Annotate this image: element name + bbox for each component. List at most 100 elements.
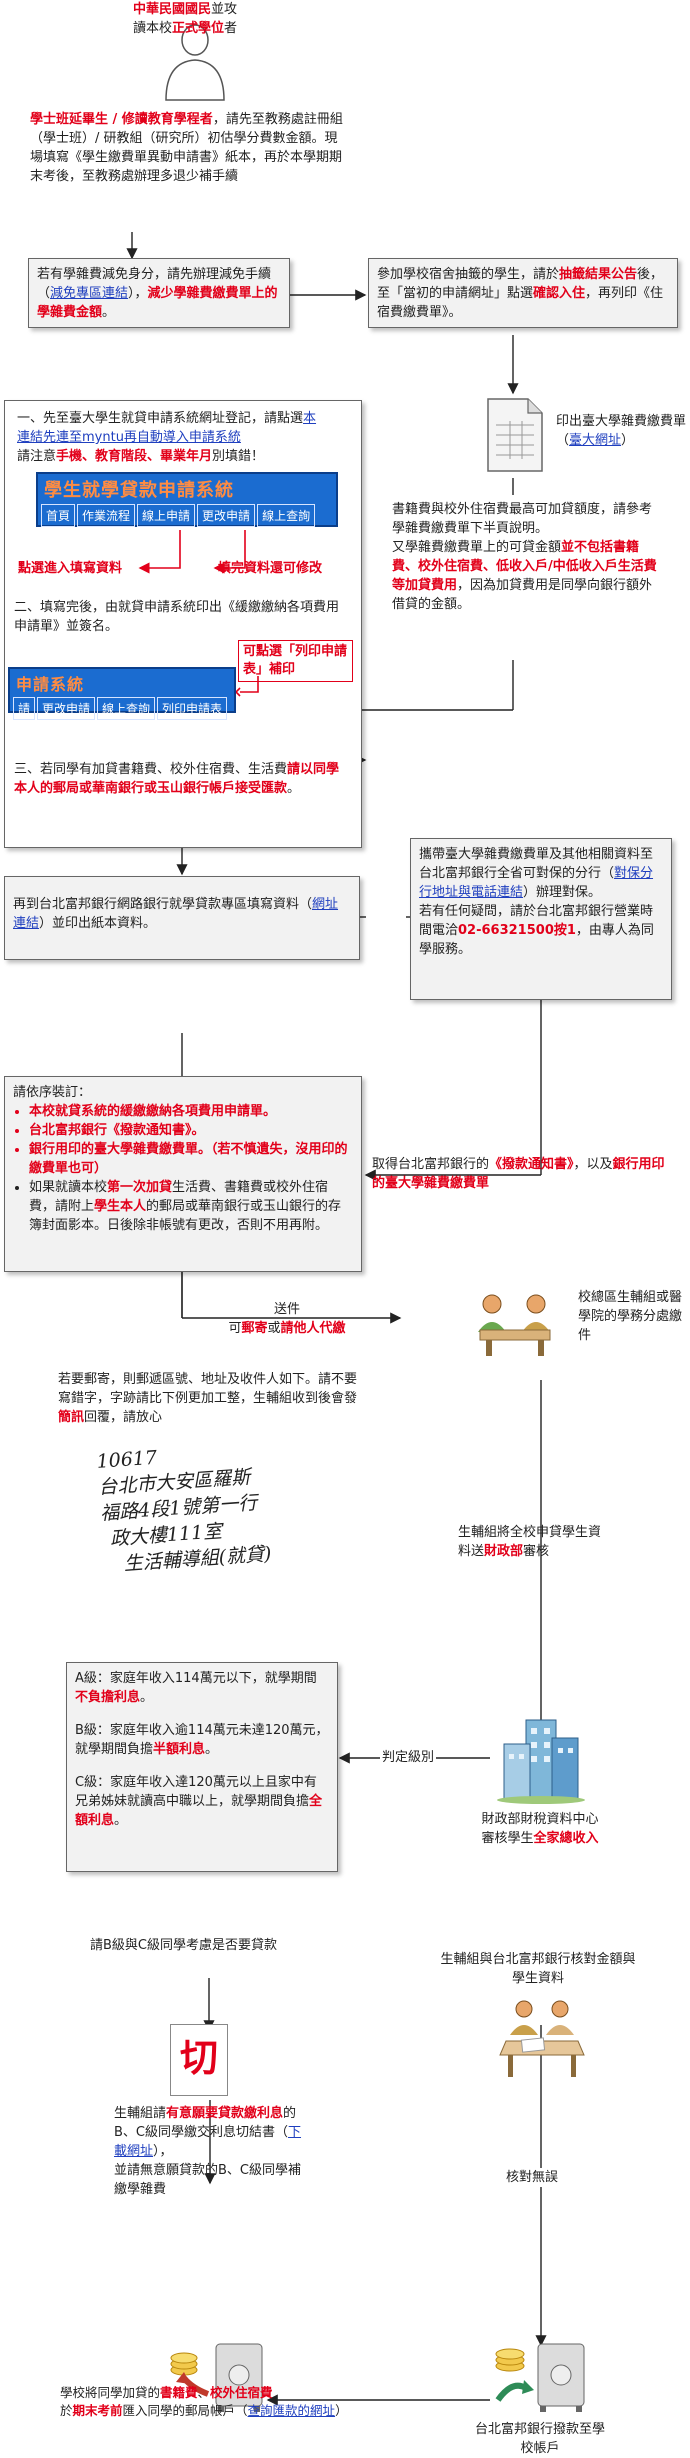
- print-callout-arrow-icon: [236, 676, 259, 697]
- nav2-apply[interactable]: 請: [13, 697, 36, 720]
- fee-note-t2: ，因為加貸費用是同學向銀行額外借貸的金額。: [392, 578, 653, 612]
- step1-link[interactable]: 本連結先連至myntu再自動導入申請系統: [17, 411, 317, 445]
- dorm-red1: 抽籤結果公告: [559, 267, 638, 282]
- apply-system-title: 申請系統: [16, 675, 85, 694]
- step3-red: 請以同學本人的郵局或華南銀行或玉山銀行帳戶接受匯款: [14, 762, 340, 796]
- level-a-tail: 。: [140, 1690, 154, 1705]
- print-bill-link[interactable]: 臺大網址: [569, 433, 622, 448]
- nav-apply-online[interactable]: 線上申請: [137, 504, 196, 527]
- nav-process[interactable]: 作業流程: [77, 504, 136, 527]
- bank-transfer-text: 台北富邦銀行撥款至學校帳戶: [474, 2422, 605, 2456]
- level-a-red: 不負擔利息: [75, 1690, 141, 1705]
- bill-document-icon: [487, 398, 543, 472]
- annotation-arrows: [138, 530, 246, 574]
- binding-item-4-b: 生活費、書籍費或校外住宿費，請附上: [29, 1180, 329, 1214]
- dorm-red2: 確認入住: [533, 286, 586, 301]
- send-text: 送件 可郵寄或請他人代繳: [202, 1300, 372, 1338]
- binding-item-4-red1: 第一次加貸: [107, 1180, 173, 1195]
- nav-modify-application[interactable]: 更改申請: [197, 504, 256, 527]
- send-t2: 或: [267, 1321, 281, 1336]
- campus-office-text: 校總區生輔組或醫學院的學務分處繳件: [578, 1290, 683, 1343]
- school-transfer-link[interactable]: 查詢匯款的網址: [247, 2403, 336, 2418]
- extension-note-red: 學士班延畢生 / 修讀教育學程者: [30, 112, 213, 127]
- bank-info-box: 攜帶臺大學雜費繳費單及其他相關資料至台北富邦銀行全省可對保的分行（對保分行地址與…: [410, 838, 672, 1000]
- bank-info-t3: ，由專人為同學服務。: [419, 923, 654, 957]
- dorm-text2: 後，至「當初的申請網址」點選: [377, 267, 664, 301]
- get-notice-text: 取得台北富邦銀行的《撥款通知書》，以及銀行用印的臺大學雜費繳費單: [372, 1155, 672, 1193]
- level-b-text: B級：家庭年收入逾114萬元未達120萬元，就學期間負擔: [75, 1723, 329, 1757]
- student-person-icon: [165, 24, 225, 101]
- bank-online-box: 再到台北富邦銀行網路銀行就學貸款專區填寫資料（網址連結）並印出紙本資料。: [4, 876, 360, 960]
- reprint-callout: 可點選「列印申請表」補印: [238, 640, 353, 682]
- dorm-box: 參加學校宿舍抽籤的學生，請於抽籤結果公告後，至「當初的申請網址」點選確認入住，再…: [368, 258, 678, 328]
- send-t1: 可: [228, 1321, 242, 1336]
- step3-part1: 三、若同學有加貸書籍費、校外住宿費、生活費: [14, 762, 288, 777]
- send-label: 送件: [273, 1302, 300, 1317]
- school-transfer-t3: 於: [60, 2403, 73, 2418]
- cut-note-t1: 生輔組請: [114, 2106, 167, 2121]
- intro-part1: 並攻: [211, 2, 238, 17]
- intro-red2: 正式學位: [171, 21, 224, 36]
- cut-note-t2: 的B、C級同學繳交利息切結書（: [114, 2106, 297, 2140]
- dorm-text3: ，再列印《住宿費繳費單》。: [377, 286, 664, 320]
- finance-center-red: 全家總收入: [533, 1831, 599, 1846]
- binding-item-3: 銀行用印的臺大學雜費繳費單。（若不慎遺失，沒用印的繳費單也可）: [29, 1140, 353, 1178]
- step1-red: 手機、教育階段、畢業年月: [56, 449, 213, 464]
- mail-note: 若要郵寄，則郵遞區號、地址及收件人如下。請不要寫錯字，字跡請比下例更加工整，生輔…: [58, 1370, 358, 1427]
- nav-query-online[interactable]: 線上查詢: [257, 504, 316, 527]
- loan-system-title: 學生就學貸款申請系統: [44, 480, 234, 501]
- cut-note-t3: ）， 並請無意願貸款的B、C級同學補繳學雜費: [114, 2144, 301, 2197]
- cut-note-red: 有意願要貸款繳利息: [166, 2106, 284, 2121]
- bank-safe-icon: [495, 2343, 585, 2412]
- meeting-table-icon: [499, 2000, 585, 2077]
- bank-info-t2: ）辦理對保。 若有任何疑問，請於台北富邦銀行營業時間電洽: [419, 885, 654, 938]
- send-red-proxy: 請他人代繳: [280, 1321, 346, 1336]
- finance-center-t2: 審核學生: [481, 1831, 534, 1846]
- nav2-print-form[interactable]: 列印申請表: [157, 697, 228, 720]
- affidavit-document: 切: [170, 2024, 228, 2096]
- binding-item-2: 台北富邦銀行《撥款通知書》。: [29, 1121, 353, 1140]
- binding-item-4: 如果就讀本校第一次加貸生活費、書籍費或校外住宿費，請附上學生本人的郵局或華南銀行…: [29, 1178, 353, 1235]
- mail-note-t1: 若要郵寄，則郵遞區號、地址及收件人如下。請不要寫錯字，字跡請比下例更加工整，生輔…: [58, 1372, 358, 1406]
- mail-note-t2: 回覆，請放心: [84, 1410, 163, 1425]
- binding-item-4-red2: 學生本人: [94, 1199, 147, 1214]
- fee-note-red: 並不包括書籍費、校外住宿費、低收入戶/中低收入戶生活費等加貸費用: [392, 540, 657, 593]
- step1-note: 請注意: [17, 449, 57, 464]
- send-red-mail: 郵寄: [241, 1321, 268, 1336]
- step3-text: 三、若同學有加貸書籍費、校外住宿費、生活費請以同學本人的郵局或華南銀行或玉山銀行…: [14, 760, 349, 798]
- step1-tail: 別填錯！: [212, 449, 265, 464]
- apply-system-navbar: 申請系統 請 更改申請 線上查詢 列印申請表: [8, 667, 236, 720]
- level-c-red: 全額利息: [75, 1794, 323, 1828]
- handwritten-address: 10617 台北市大安區羅斯 福路4段1號第一行 政大樓111室 生活輔導組(就…: [96, 1431, 354, 1578]
- binding-order-heading: 請依序裝訂：: [13, 1085, 92, 1100]
- verify-text: 生輔組與台北富邦銀行核對金額與學生資料: [440, 1952, 636, 1986]
- bank-online-link[interactable]: 網址連結: [13, 897, 339, 931]
- reduction-box: 若有學雜費減免身分，請先辦理減免手續（減免專區連結），減少學雜費繳費單上的學雜費…: [28, 258, 290, 328]
- level-b-tail: 。: [205, 1742, 219, 1757]
- cut-note-link[interactable]: 下載網址: [114, 2125, 302, 2159]
- school-transfer-t1: 學校將同學加貸的: [60, 2385, 161, 2400]
- level-c-text: C級：家庭年收入達120萬元以上且家中有兄弟姊妹就讀高中職以上，就學期間負擔: [75, 1775, 317, 1809]
- fee-note: 書籍費與校外住宿費最高可加貸額度，請參考學雜費繳費單下半頁說明。 又學雜費繳費單…: [392, 500, 662, 614]
- reduction-text3: 。: [102, 305, 116, 320]
- intro-text: 中華民國國民並攻 讀本校正式學位者: [95, 0, 275, 38]
- extension-note: 學士班延畢生 / 修讀教育學程者，請先至教務處註冊組（學士班）/ 研教組（研究所…: [30, 110, 350, 186]
- judge-level-label: 判定級別: [380, 1748, 437, 1767]
- school-safe-icon: [170, 2343, 263, 2412]
- finance-center-text: 財政部財稅資料中心 審核學生全家總收入: [440, 1810, 640, 1848]
- get-notice-red1: 《撥款通知書》: [489, 1157, 574, 1172]
- bank-info-link[interactable]: 對保分行地址與電話連結: [419, 866, 654, 900]
- nav-home[interactable]: 首頁: [41, 504, 76, 527]
- binding-item-4-a: 如果就讀本校: [29, 1180, 108, 1195]
- step1-text: 一、先至臺大學生就貸申請系統網址登記，請點選: [17, 411, 304, 426]
- step2-text: 二、填寫完後，由就貸申請系統印出《緩繳繳納各項費用申請單》並簽名。: [14, 600, 340, 634]
- school-transfer-t2: 、: [197, 2385, 211, 2400]
- annotation-enter-data: 點選進入填寫資料: [18, 561, 123, 576]
- reduction-text1: 若有學雜費減免身分，請先辦理減免手續（: [37, 267, 272, 301]
- nav2-query[interactable]: 線上查詢: [97, 697, 156, 720]
- school-transfer-before-finals: 期末考前: [72, 2403, 123, 2418]
- bank-info-t1: 攜帶臺大學雜費繳費單及其他相關資料至台北富邦銀行全省可對保的分行（: [419, 847, 654, 881]
- reduction-link[interactable]: 減免專區連結: [50, 286, 129, 301]
- nav2-modify[interactable]: 更改申請: [37, 697, 96, 720]
- mail-note-red: 簡訊: [58, 1410, 85, 1425]
